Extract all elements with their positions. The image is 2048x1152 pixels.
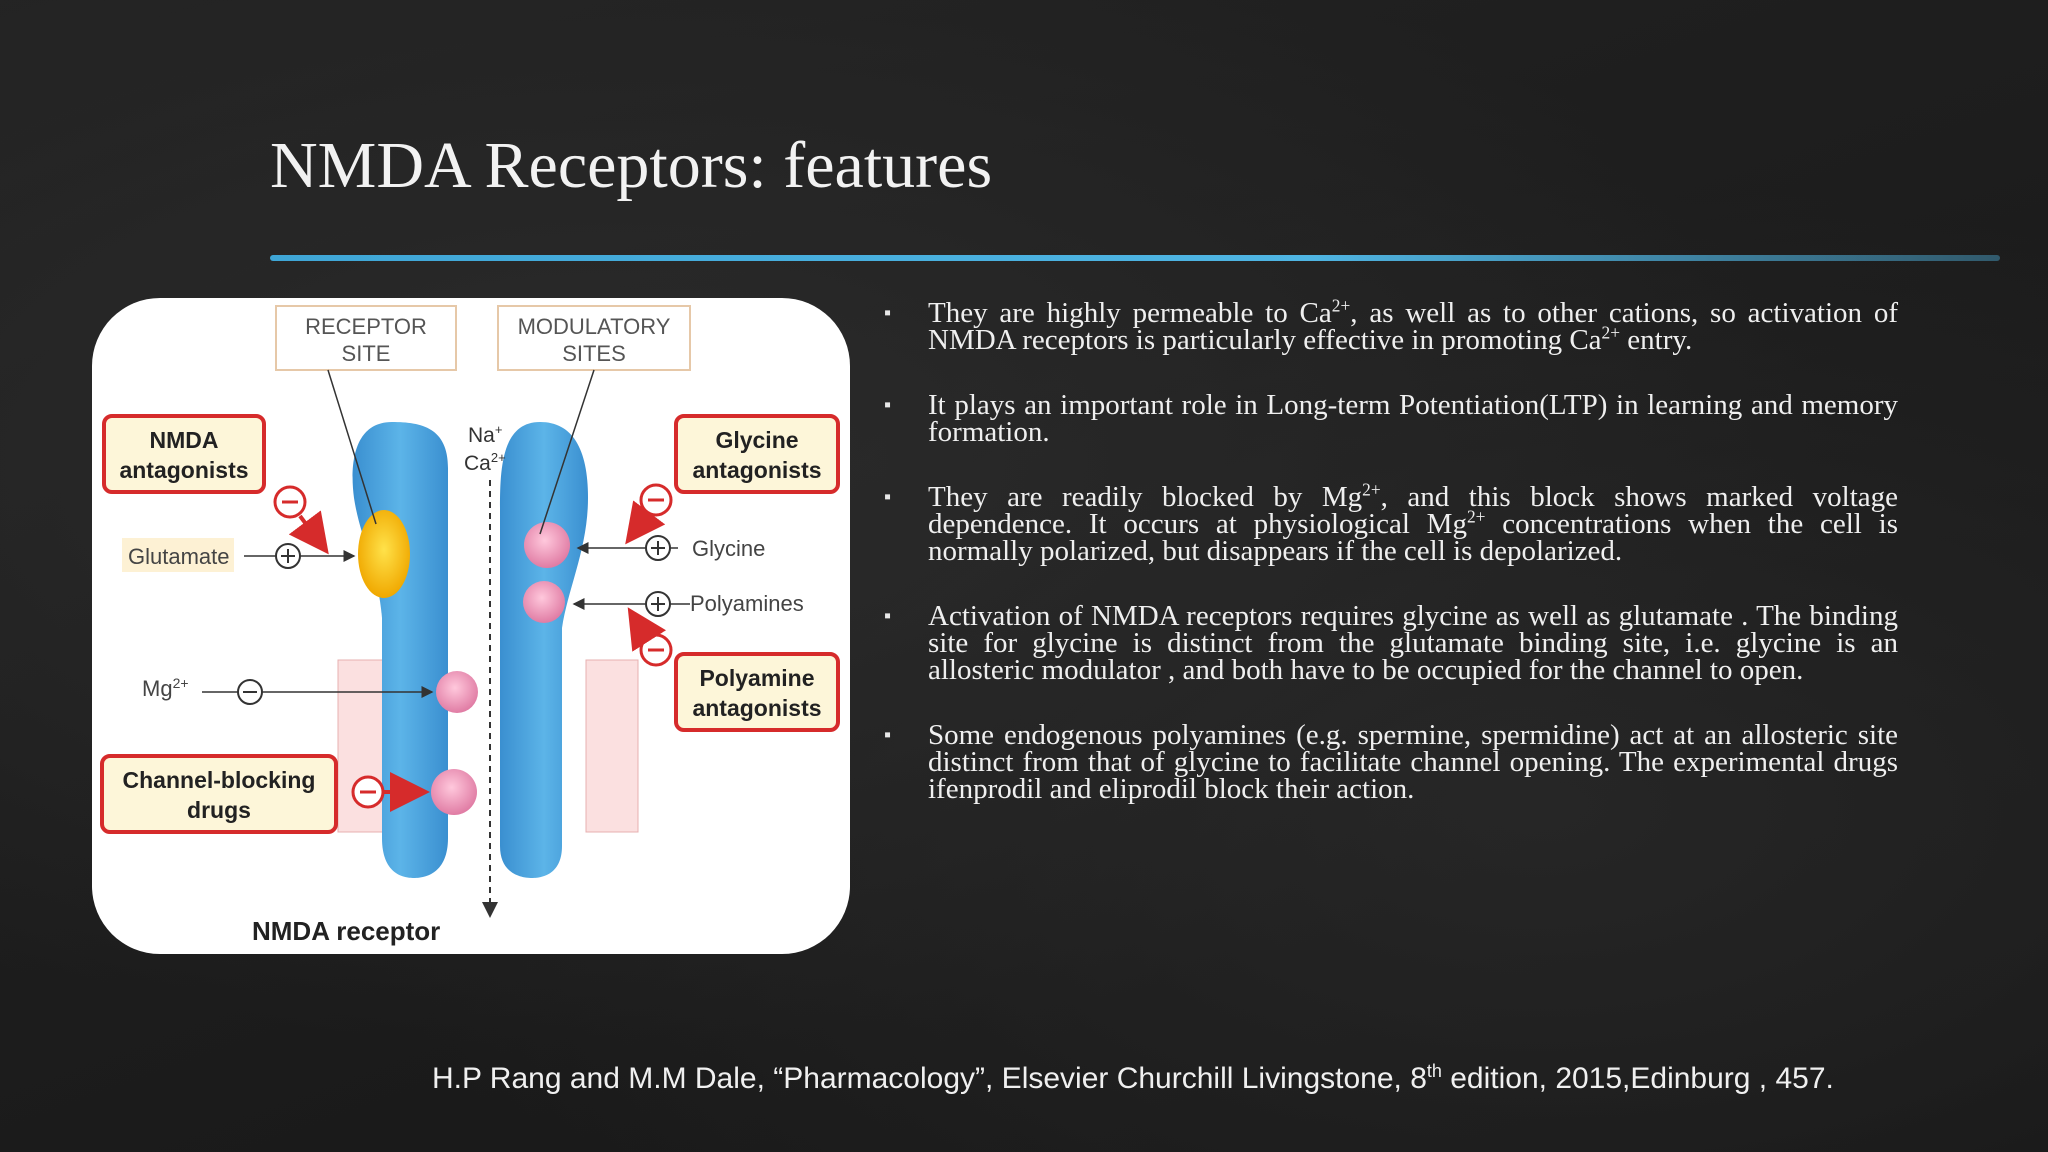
bullet-text: Activation of NMDA receptors requires gl… (928, 600, 1898, 686)
bullet-text: They are readily blocked by Mg (928, 481, 1363, 513)
nmda-antagonists-line2: antagonists (119, 457, 248, 483)
nmda-antagonists-line1: NMDA (150, 427, 219, 453)
bullet-text: concentrations when the cell is normally… (928, 508, 1899, 567)
plus-icon-stroke (281, 549, 295, 563)
slide-title: NMDA Receptors: features (270, 129, 993, 202)
list-item: ▪ It plays an important role in Long-ter… (880, 389, 1898, 448)
glycine-label: Glycine (692, 536, 765, 561)
bullet-text: , as well as to other cations, so activa… (928, 297, 1898, 356)
receptor-site-label-line2: SITE (342, 341, 391, 366)
glycine-site (524, 522, 570, 568)
receptor-site-box (275, 305, 457, 371)
bullet-text: , and this block shows marked voltage de… (928, 481, 1898, 540)
citation-text: edition, 2015,Edinburg , 457. (1441, 1062, 1834, 1095)
bullet-text: entry. (1620, 324, 1693, 356)
bullet-marker: ▪ (884, 394, 892, 416)
list-item: ▪ Some endogenous polyamines (e.g. sperm… (880, 719, 1898, 805)
glutamate-label: Glutamate (128, 544, 230, 569)
bullet-text: They are highly permeable to Ca (928, 297, 1332, 329)
nmda-receptor-diagram: Na+ Ca2+ RECEPTOR SITE MODULATORY SITES … (100, 305, 840, 946)
citation-text: H.P Rang and M.M Dale, “Pharmacology”, E… (432, 1062, 1427, 1095)
receptor-right-subunit (500, 422, 588, 878)
glutamate-label-box (122, 538, 234, 572)
mg-label: Mg2+ (142, 675, 189, 701)
polyamine-antagonists-line2: antagonists (692, 695, 821, 721)
list-item: ▪ Activation of NMDA receptors requires … (880, 600, 1898, 686)
sodium-ion-label: Na+ (468, 422, 502, 447)
modulatory-sites-label-line2: SITES (562, 341, 626, 366)
bullet-marker: ▪ (884, 724, 892, 746)
list-item: ▪ They are readily blocked by Mg2+, and … (880, 481, 1899, 567)
polyamine-antagonists-line1: Polyamine (699, 665, 814, 691)
superscript: 2+ (1466, 506, 1486, 527)
glutamate-site (358, 510, 410, 598)
glycine-antagonist-arrow (625, 500, 666, 545)
superscript: th (1426, 1061, 1442, 1081)
polyamine-site (523, 581, 565, 623)
plus-icon-stroke (651, 541, 665, 555)
polyamine-antagonists-box (674, 652, 840, 732)
mg-site (436, 671, 478, 713)
glycine-antagonists-box (674, 414, 840, 494)
superscript: 2+ (1601, 322, 1621, 343)
figure-caption: NMDA receptor (252, 916, 440, 946)
channel-blocker-site (431, 769, 477, 815)
superscript: 2+ (1362, 479, 1381, 500)
bullet-text: It plays an important role in Long-term … (928, 389, 1898, 448)
nmda-receptor-figure: Na+ Ca2+ RECEPTOR SITE MODULATORY SITES … (92, 298, 850, 954)
glycine-antagonists-line1: Glycine (715, 427, 798, 453)
nmda-antagonists-box (102, 414, 266, 494)
channel-blocking-line2: drugs (187, 797, 251, 823)
calcium-ion-label: Ca2+ (464, 450, 506, 475)
list-item: ▪ They are highly permeable to Ca2+, as … (880, 297, 1898, 356)
polyamine-antagonist-arrow (627, 607, 667, 652)
membrane-right (585, 659, 639, 833)
modulatory-sites-pointer (539, 369, 595, 535)
nmda-antagonist-arrow (288, 510, 329, 555)
feature-list: ▪ They are highly permeable to Ca2+, as … (880, 297, 1899, 841)
bullet-marker: ▪ (884, 302, 892, 324)
modulatory-sites-box (497, 305, 691, 371)
glycine-antagonists-line2: antagonists (692, 457, 821, 483)
bullet-marker: ▪ (884, 486, 892, 508)
channel-blocking-box (100, 754, 338, 834)
channel-blocking-line1: Channel-blocking (123, 767, 316, 793)
superscript: 2+ (1331, 295, 1351, 316)
bullet-text: Some endogenous polyamines (e.g. spermin… (928, 719, 1898, 805)
receptor-site-label-line1: RECEPTOR (305, 314, 427, 339)
receptor-site-pointer (327, 369, 377, 525)
citation: H.P Rang and M.M Dale, “Pharmacology”, E… (432, 1062, 2012, 1096)
modulatory-sites-label-line1: MODULATORY (518, 314, 671, 339)
bullet-marker: ▪ (884, 605, 892, 627)
title-underline (270, 255, 2000, 261)
polyamines-label: Polyamines (690, 591, 804, 616)
